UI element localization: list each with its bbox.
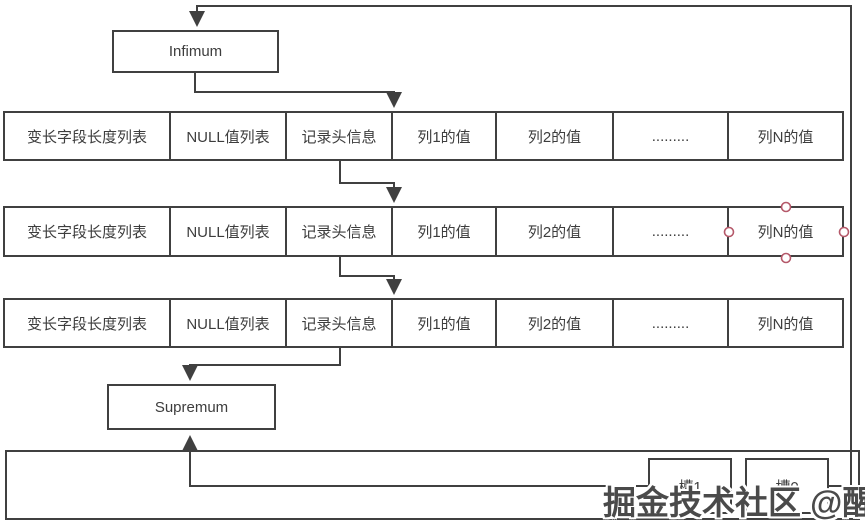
cell-varlen-list: 变长字段长度列表 [5,300,171,346]
connector-infimum-to-row1 [194,73,402,108]
record-row-3: 变长字段长度列表 NULL值列表 记录头信息 列1的值 列2的值 .......… [3,298,844,348]
cell-record-header: 记录头信息 [287,113,393,159]
connector-row2-to-row3 [339,257,402,295]
record-row-1: 变长字段长度列表 NULL值列表 记录头信息 列1的值 列2的值 .......… [3,111,844,161]
cell-colN-value: 列N的值 [757,315,814,333]
cell-record-header: 记录头信息 [287,208,393,255]
cell-col1-value: 列1的值 [393,300,497,346]
cell-varlen-list: 变长字段长度列表 [5,113,171,159]
cell-col2-value: 列2的值 [497,300,614,346]
watermark: 掘金技术社区 @醒言 [603,484,865,521]
cell-ellipsis: ......... [614,300,729,346]
cell-varlen-list: 变长字段长度列表 [5,208,171,255]
connector-row3-to-supremum [182,348,341,381]
cell-col1-value: 列1的值 [393,208,497,255]
supremum-label: Supremum [154,398,229,416]
cell-colN-value-selected: 列N的值 [757,224,814,241]
cell-col1-value: 列1的值 [393,113,497,159]
connector-row1-to-row2 [339,161,402,203]
cell-ellipsis: ......... [614,113,729,159]
cell-null-list: NULL值列表 [171,300,287,346]
infimum-label: Infimum [168,43,223,60]
infimum-box: Infimum [112,30,279,73]
cell-null-list: NULL值列表 [171,208,287,255]
cell-col2-value: 列2的值 [497,113,614,159]
cell-colN-value: 列N的值 [757,128,814,146]
cell-null-list: NULL值列表 [171,113,287,159]
cell-ellipsis: ......... [614,208,729,255]
cell-col2-value: 列2的值 [497,208,614,255]
cell-record-header: 记录头信息 [287,300,393,346]
supremum-box: Supremum [107,384,276,430]
record-row-2: 变长字段长度列表 NULL值列表 记录头信息 列1的值 列2的值 .......… [3,206,844,257]
